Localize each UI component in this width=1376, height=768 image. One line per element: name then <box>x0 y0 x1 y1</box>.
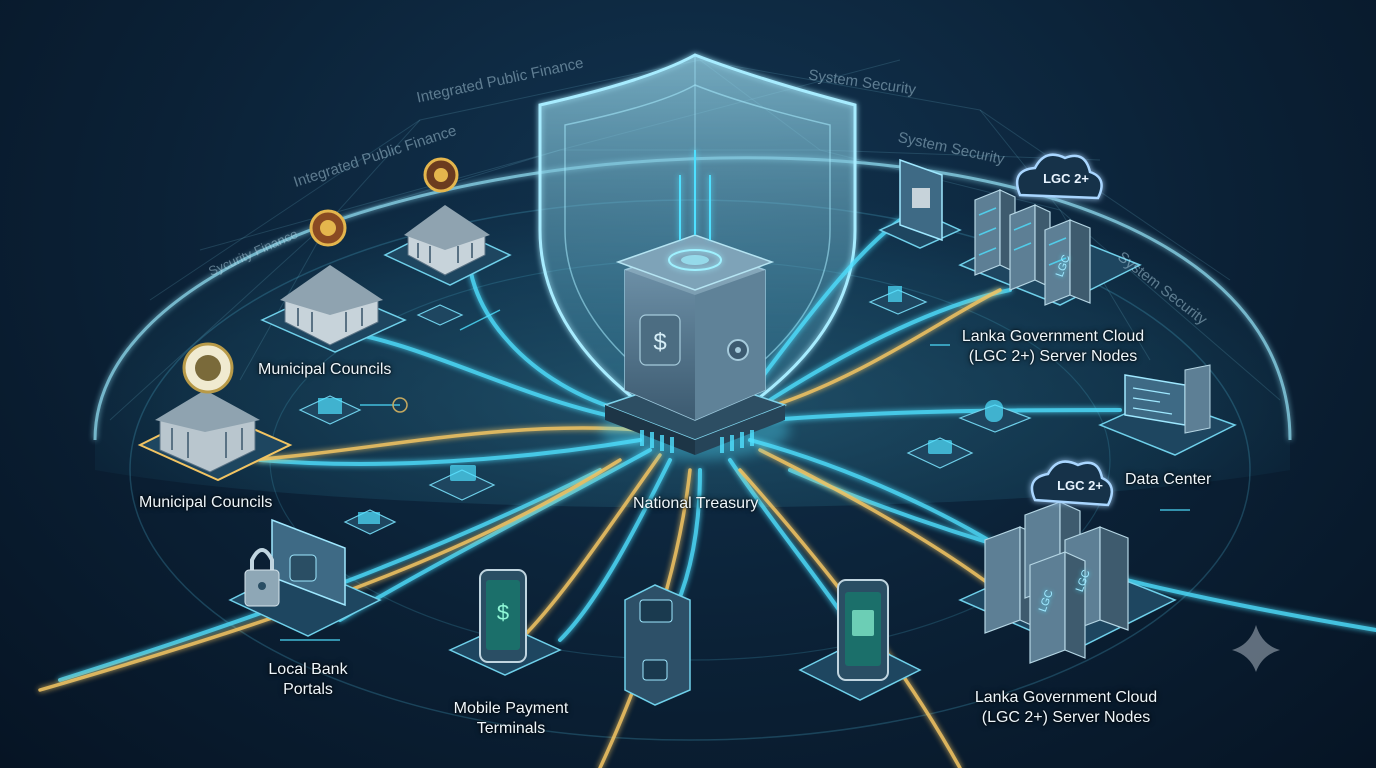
label-lgc-bottom-line2: (LGC 2+) Server Nodes <box>981 709 1151 726</box>
svg-text:$: $ <box>653 329 666 356</box>
municipal-building-top <box>383 205 512 286</box>
dollar-phone-icon: $ <box>497 600 509 625</box>
municipal-building-mid <box>260 265 407 353</box>
local-bank-portal <box>228 518 382 637</box>
tablet-device <box>878 158 962 249</box>
server-rack-cluster <box>958 501 1177 664</box>
label-lgc-top-line2: (LGC 2+) Server Nodes <box>968 348 1138 365</box>
label-local-bank-line2: Portals <box>283 681 333 698</box>
treasury-vault: $ <box>600 150 790 460</box>
gold-data-streams <box>38 288 1012 768</box>
label-mobile-payment-terminals: Mobile Payment Terminals <box>450 699 572 739</box>
label-local-bank-line1: Local Bank <box>268 661 348 678</box>
label-national-treasury: National Treasury <box>633 495 759 512</box>
mobile-device-right <box>798 579 922 701</box>
label-data-center: Data Center <box>1125 471 1212 488</box>
label-local-bank-portals: Local Bank Portals <box>268 660 348 700</box>
data-center-workstation <box>1098 364 1237 456</box>
connector-lines <box>280 309 1190 641</box>
label-lgc-top-line1: Lanka Government Cloud <box>961 328 1145 345</box>
server-rack-icon <box>958 189 1142 306</box>
sparkle-icon <box>1232 625 1280 672</box>
shield-inner-border <box>564 84 831 411</box>
label-lgc-server-nodes-top: Lanka Government Cloud (LGC 2+) Server N… <box>960 327 1146 367</box>
padlock-icon <box>244 548 280 607</box>
mobile-payment-terminal: $ <box>448 569 562 676</box>
dollar-safe-icon <box>639 314 681 366</box>
label-mobile-line2: Terminals <box>476 720 546 737</box>
label-mobile-line1: Mobile Payment <box>453 700 569 717</box>
label-lgc-bottom-line1: Lanka Government Cloud <box>974 689 1158 706</box>
cloud-icon <box>1015 153 1114 507</box>
label-municipal-councils-2: Municipal Councils <box>139 494 273 511</box>
municipal-building-low <box>137 390 293 482</box>
payment-kiosk <box>624 584 691 706</box>
label-municipal-councils-1: Municipal Councils <box>258 361 392 378</box>
label-lgc-server-nodes-bottom: Lanka Government Cloud (LGC 2+) Server N… <box>968 688 1164 728</box>
seal-icon <box>182 157 459 394</box>
cloud-badge-top: LGC 2+ <box>1043 171 1089 186</box>
cloud-badge-bottom: LGC 2+ <box>1057 478 1103 493</box>
